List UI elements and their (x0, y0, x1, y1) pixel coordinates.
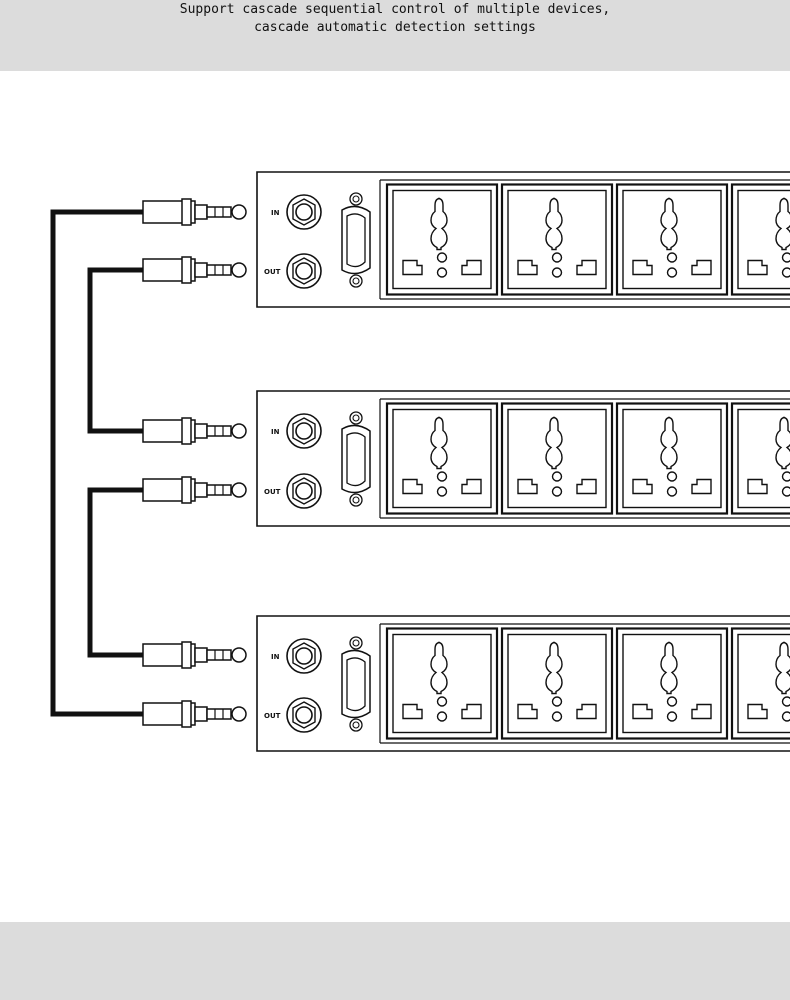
cascade-diagram: IN OUT IN OUT IN OUT (50, 171, 790, 752)
jack-connectors (142, 198, 247, 728)
port-label-out: OUT (264, 488, 281, 496)
jack-connector (142, 700, 247, 728)
jack-connector (142, 476, 247, 504)
cable-unit1-in-to-unit3-out (50, 209, 143, 717)
jack-connector (142, 198, 247, 226)
port-label-in: IN (271, 209, 280, 217)
footer-band (0, 922, 790, 1000)
pdu-unit-1: IN OUT (256, 171, 790, 308)
jack-connector (142, 417, 247, 445)
jack-connector (142, 641, 247, 669)
cable-unit2-out-to-unit3-in (87, 487, 143, 658)
caption-line-2: cascade automatic detection settings (254, 20, 536, 35)
jack-connector (142, 256, 247, 284)
port-label-in: IN (271, 428, 280, 436)
pdu-unit-2: IN OUT (256, 390, 790, 527)
caption-band: Support cascade sequential control of mu… (0, 0, 790, 71)
cascade-cables (50, 209, 143, 717)
port-label-out: OUT (264, 712, 281, 720)
port-label-out: OUT (264, 268, 281, 276)
pdu-unit-3: IN OUT (256, 615, 790, 752)
cable-unit1-out-to-unit2-in (87, 267, 143, 434)
caption-line-1: Support cascade sequential control of mu… (179, 2, 611, 17)
port-label-in: IN (271, 653, 280, 661)
